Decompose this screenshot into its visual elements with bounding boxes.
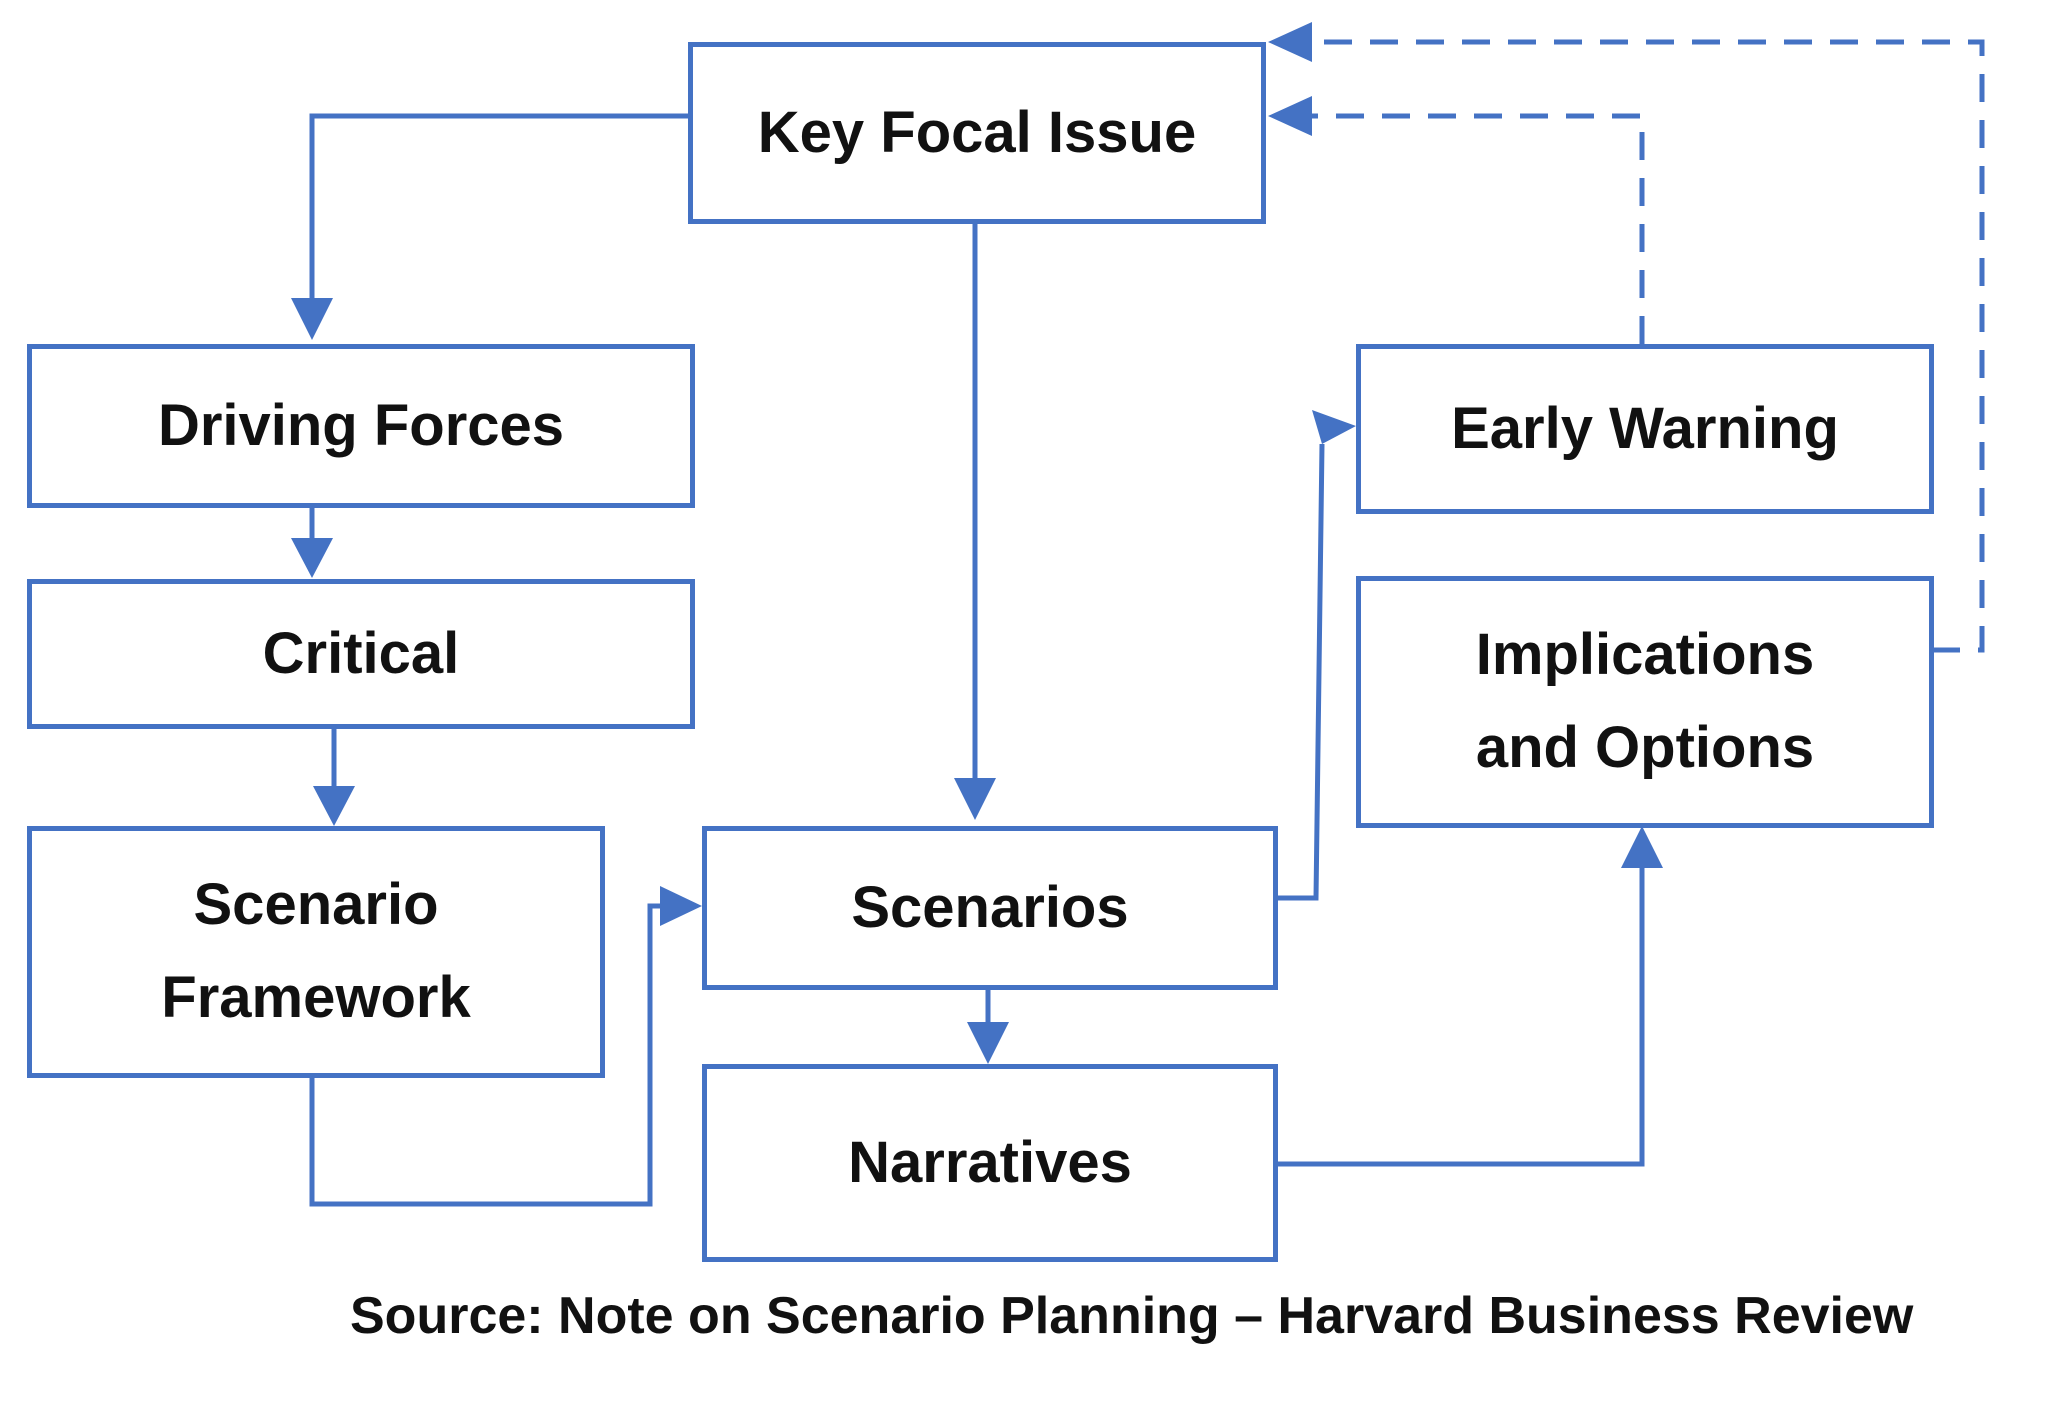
node-label: Critical — [262, 620, 460, 686]
node-label: Scenarios — [851, 874, 1129, 940]
arrowhead — [1312, 410, 1356, 444]
node-label: Narratives — [848, 1129, 1132, 1195]
node-scenario-framework: Scenario Framework — [27, 826, 605, 1078]
node-key-focal-issue: Key Focal Issue — [688, 42, 1266, 224]
arrowhead — [660, 886, 702, 926]
edge-key-to-driving — [309, 113, 688, 298]
node-label: Early Warning — [1451, 395, 1839, 461]
node-label: Driving Forces — [157, 392, 565, 458]
arrowhead — [1268, 22, 1312, 62]
node-implications-options: Implications and Options — [1356, 576, 1934, 828]
node-label-line-2: and Options — [1475, 715, 1815, 780]
edge-framework-to-scenarios — [309, 903, 660, 1207]
arrowhead — [291, 538, 333, 578]
node-label-line-1: Implications — [1475, 622, 1815, 688]
arrowhead — [954, 778, 996, 820]
edge-implications-to-key — [1312, 39, 1985, 653]
edge-scenarios-to-early-warning — [1276, 443, 1325, 901]
arrowhead — [291, 298, 333, 340]
node-critical: Critical — [27, 579, 695, 729]
edge-early-warning-to-key — [1312, 113, 1645, 344]
node-label: Key Focal Issue — [757, 99, 1197, 165]
node-scenarios: Scenarios — [702, 826, 1278, 990]
node-label-line-2: Framework — [161, 965, 471, 1030]
node-narratives: Narratives — [702, 1064, 1278, 1262]
node-early-warning: Early Warning — [1356, 344, 1934, 514]
arrowhead — [1268, 96, 1312, 136]
arrowhead — [313, 786, 355, 826]
node-label-line-1: Scenario — [193, 872, 439, 938]
edge-narratives-to-implications — [1276, 868, 1645, 1167]
arrowhead — [1621, 826, 1663, 868]
source-caption: Source: Note on Scenario Planning – Harv… — [350, 1287, 1914, 1345]
arrowhead — [967, 1022, 1009, 1064]
node-driving-forces: Driving Forces — [27, 344, 695, 508]
